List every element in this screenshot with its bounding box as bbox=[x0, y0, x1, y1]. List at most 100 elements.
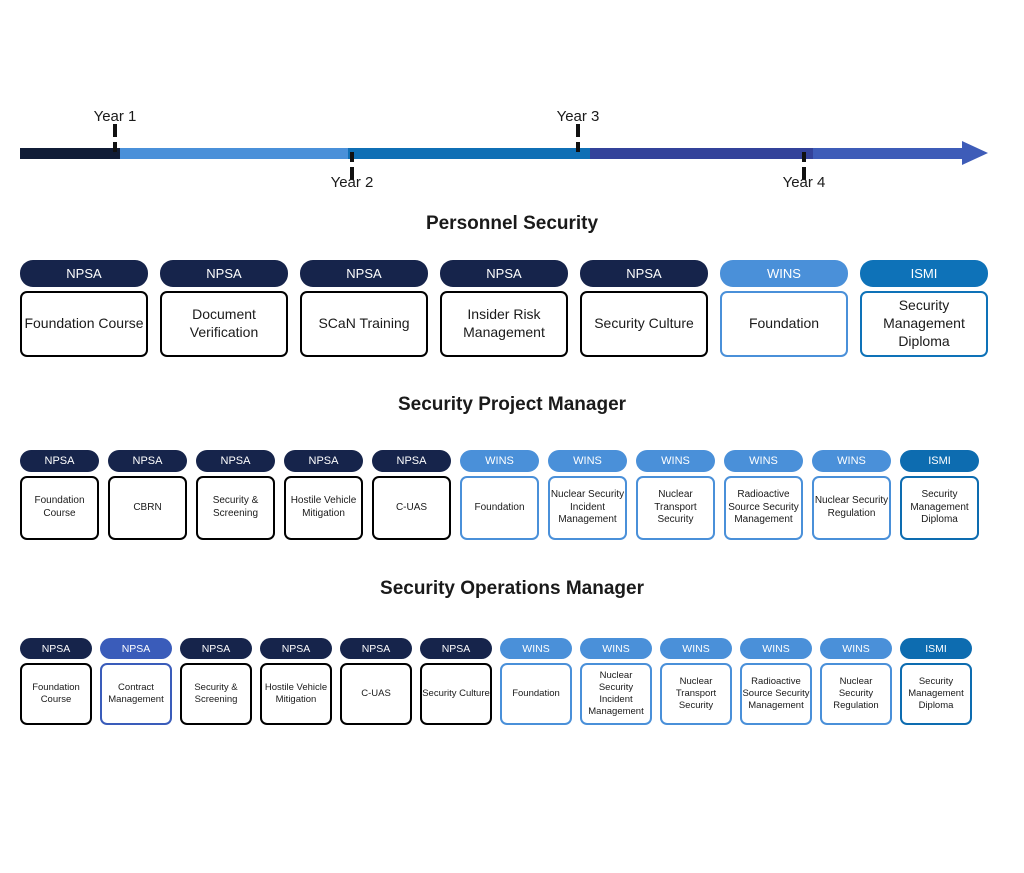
timeline-segment-year-3-to-4 bbox=[590, 148, 814, 159]
card-course-name: Insider Risk Management bbox=[440, 291, 568, 357]
card-course-name: C-UAS bbox=[372, 476, 451, 540]
card-course-name: Nuclear Security Regulation bbox=[820, 663, 892, 725]
timeline-segment-pre-year-1 bbox=[20, 148, 120, 159]
training-card[interactable]: WINS Nuclear Transport Security bbox=[660, 638, 732, 725]
card-provider-badge: NPSA bbox=[440, 260, 568, 287]
card-course-name: Foundation Course bbox=[20, 476, 99, 540]
card-course-name: Foundation bbox=[720, 291, 848, 357]
card-provider-badge: WINS bbox=[820, 638, 892, 659]
card-course-name: Security Culture bbox=[580, 291, 708, 357]
card-course-name: Radioactive Source Security Management bbox=[740, 663, 812, 725]
section-title-security-project-manager: Security Project Manager bbox=[397, 394, 627, 415]
section-title-security-operations-manager: Security Operations Manager bbox=[380, 578, 644, 599]
training-card[interactable]: WINS Nuclear Security Incident Management bbox=[580, 638, 652, 725]
training-card[interactable]: NPSA Foundation Course bbox=[20, 450, 99, 540]
card-course-name: Security & Screening bbox=[196, 476, 275, 540]
card-provider-badge: NPSA bbox=[420, 638, 492, 659]
training-card[interactable]: WINS Nuclear Security Incident Management bbox=[548, 450, 627, 540]
card-course-name: Nuclear Security Incident Management bbox=[548, 476, 627, 540]
training-card[interactable]: WINS Foundation bbox=[720, 260, 848, 357]
training-card[interactable]: WINS Foundation bbox=[500, 638, 572, 725]
card-provider-badge: NPSA bbox=[196, 450, 275, 472]
card-course-name: Foundation bbox=[460, 476, 539, 540]
card-provider-badge: NPSA bbox=[108, 450, 187, 472]
card-course-name: Security Culture bbox=[420, 663, 492, 725]
timeline-segment-year-2-to-3 bbox=[347, 148, 590, 159]
training-card[interactable]: NPSA Security Culture bbox=[580, 260, 708, 357]
card-provider-badge: WINS bbox=[724, 450, 803, 472]
timeline-segment-year-1-to-2 bbox=[119, 148, 348, 159]
card-provider-badge: NPSA bbox=[580, 260, 708, 287]
card-provider-badge: NPSA bbox=[260, 638, 332, 659]
training-card[interactable]: NPSA Security & Screening bbox=[196, 450, 275, 540]
timeline-segment-post-year-4 bbox=[813, 148, 970, 159]
card-provider-badge: NPSA bbox=[300, 260, 428, 287]
training-card[interactable]: NPSA Security Culture bbox=[420, 638, 492, 725]
card-provider-badge: WINS bbox=[580, 638, 652, 659]
card-course-name: Security Management Diploma bbox=[900, 663, 972, 725]
training-card[interactable]: ISMI Security Management Diploma bbox=[900, 638, 972, 725]
card-course-name: Radioactive Source Security Management bbox=[724, 476, 803, 540]
training-card[interactable]: WINS Nuclear Security Regulation bbox=[820, 638, 892, 725]
card-row-security-project-manager: NPSA Foundation Course NPSA CBRN NPSA Securit… bbox=[20, 450, 979, 540]
timeline-label-year-2: Year 2 bbox=[330, 174, 374, 191]
timeline-label-year-1: Year 1 bbox=[93, 108, 137, 125]
card-course-name: Foundation bbox=[500, 663, 572, 725]
card-provider-badge: NPSA bbox=[160, 260, 288, 287]
card-provider-badge: NPSA bbox=[284, 450, 363, 472]
card-provider-badge: WINS bbox=[740, 638, 812, 659]
training-card[interactable]: NPSA Hostile Vehicle Mitigation bbox=[284, 450, 363, 540]
training-card[interactable]: NPSA Hostile Vehicle Mitigation bbox=[260, 638, 332, 725]
timeline-bar bbox=[20, 148, 970, 159]
training-card[interactable]: NPSA SCaN Training bbox=[300, 260, 428, 357]
card-provider-badge: ISMI bbox=[900, 638, 972, 659]
card-course-name: Security Management Diploma bbox=[860, 291, 988, 357]
training-card[interactable]: NPSA Contract Management bbox=[100, 638, 172, 725]
card-course-name: SCaN Training bbox=[300, 291, 428, 357]
card-provider-badge: WINS bbox=[500, 638, 572, 659]
card-provider-badge: ISMI bbox=[900, 450, 979, 472]
card-provider-badge: NPSA bbox=[20, 260, 148, 287]
card-course-name: Hostile Vehicle Mitigation bbox=[284, 476, 363, 540]
card-provider-badge: NPSA bbox=[20, 450, 99, 472]
card-provider-badge: NPSA bbox=[180, 638, 252, 659]
card-course-name: Hostile Vehicle Mitigation bbox=[260, 663, 332, 725]
timeline-arrow-icon bbox=[962, 141, 988, 165]
card-course-name: C-UAS bbox=[340, 663, 412, 725]
training-card[interactable]: WINS Radioactive Source Security Manageme… bbox=[740, 638, 812, 725]
training-card[interactable]: NPSA Insider Risk Management bbox=[440, 260, 568, 357]
timeline-tick-gap-1 bbox=[113, 137, 117, 142]
training-card[interactable]: WINS Radioactive Source Security Manageme… bbox=[724, 450, 803, 540]
timeline-tick-gap-3 bbox=[576, 137, 580, 142]
card-provider-badge: NPSA bbox=[100, 638, 172, 659]
card-provider-badge: WINS bbox=[720, 260, 848, 287]
card-course-name: Foundation Course bbox=[20, 291, 148, 357]
card-course-name: Contract Management bbox=[100, 663, 172, 725]
card-course-name: Nuclear Transport Security bbox=[660, 663, 732, 725]
timeline-tick-gap-4 bbox=[802, 162, 806, 167]
training-card[interactable]: NPSA Foundation Course bbox=[20, 260, 148, 357]
card-course-name: Nuclear Security Incident Management bbox=[580, 663, 652, 725]
card-course-name: CBRN bbox=[108, 476, 187, 540]
training-card[interactable]: NPSA CBRN bbox=[108, 450, 187, 540]
card-provider-badge: NPSA bbox=[20, 638, 92, 659]
card-course-name: Nuclear Transport Security bbox=[636, 476, 715, 540]
timeline-label-year-3: Year 3 bbox=[556, 108, 600, 125]
card-course-name: Nuclear Security Regulation bbox=[812, 476, 891, 540]
card-provider-badge: WINS bbox=[636, 450, 715, 472]
training-card[interactable]: WINS Nuclear Transport Security bbox=[636, 450, 715, 540]
card-provider-badge: WINS bbox=[548, 450, 627, 472]
card-provider-badge: WINS bbox=[660, 638, 732, 659]
